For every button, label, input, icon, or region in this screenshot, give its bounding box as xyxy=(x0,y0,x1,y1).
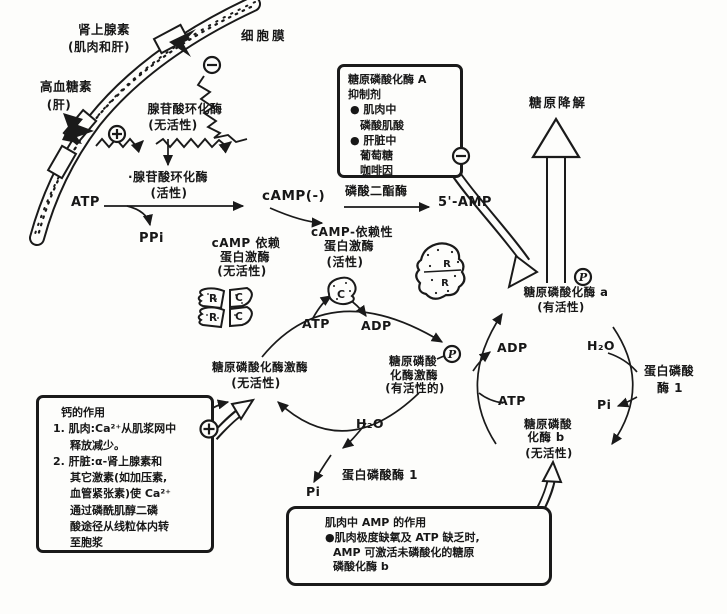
kinase-pi-out xyxy=(313,454,332,484)
phos-b-to-a-arc xyxy=(476,312,503,445)
phosphorylase-kinase-inactive-label: 糖原磷酸化酶激酶 xyxy=(212,360,308,374)
kinase-cycle-pi: Pi xyxy=(306,484,321,499)
glucagon-sublabel: (肝) xyxy=(46,98,72,112)
inhibitor-box-line: 咖啡因 xyxy=(360,164,393,178)
calcium-box-line: 血管紧张素)使 Ca²⁺ xyxy=(70,487,171,501)
phosphorylase-kinase-active-line2: 化酶激酶 xyxy=(390,368,438,382)
phosphorylase-kinase-active-state: (有活性的) xyxy=(385,381,445,395)
amp-box-line: ●肌肉极度缺氧及 ATP 缺乏时, xyxy=(325,530,480,544)
kinase-dephospho-arc xyxy=(277,392,420,432)
kinase-cycle-phosphatase: 蛋白磷酸酶 1 xyxy=(342,468,419,482)
r-subunit-label: R xyxy=(443,259,451,270)
inhibitor-box-line: 磷酸肌酸 xyxy=(360,118,404,132)
protein-phosphatase-line1: 蛋白磷酸 xyxy=(644,364,695,378)
inhibitor-box-line: ● 肝脏中 xyxy=(350,133,397,147)
adrenaline-sublabel: (肌肉和肝) xyxy=(68,40,130,54)
five-amp-label: 5'-AMP xyxy=(438,195,492,210)
glucagon-label: 高血糖素 xyxy=(39,79,93,94)
phosphorylase-a-label: 糖原磷酸化酶 a xyxy=(523,285,609,299)
inhibitor-box-line: ● 肌肉中 xyxy=(350,103,397,117)
c-subunit-label: C xyxy=(337,288,345,301)
phos-a-to-b-arc xyxy=(611,326,634,446)
kinase-p-connector xyxy=(436,355,445,360)
atp-label: ATP xyxy=(71,195,100,210)
glycogen-degradation-arrow xyxy=(531,116,581,288)
pka-c-subunit-blob: C xyxy=(327,276,357,306)
phos-adp-out xyxy=(472,351,492,372)
calcium-box-line: 其它激素(如加压素, xyxy=(70,471,168,485)
calcium-box-line: 通过磷酰肌醇二磷 xyxy=(70,503,158,517)
r-dimer-blob: R R xyxy=(415,242,466,300)
calcium-box-line: 至胞浆 xyxy=(70,536,103,550)
adrenaline-label: 肾上腺素 xyxy=(77,22,131,37)
calcium-box-line: 酸途径从线粒体内转 xyxy=(70,520,169,534)
cell-membrane-band xyxy=(29,0,261,246)
pka-active-line3: (活性) xyxy=(326,255,364,269)
calcium-box-line: 释放减少。 xyxy=(70,438,125,452)
membrane-protein xyxy=(46,144,78,180)
phos-pi-out xyxy=(616,396,638,408)
amp-box-line: AMP 可激活未磷酸化的糖原 xyxy=(333,545,475,559)
phos-atp-in xyxy=(478,392,504,404)
ppi-branch-arrow xyxy=(126,205,153,227)
calcium-box-line: 2. 肝脏:α-肾上腺素和 xyxy=(53,454,163,468)
kinase-activation-arc xyxy=(261,310,444,358)
camp-label: cAMP(-) xyxy=(262,188,326,204)
phosphorylase-a-inhibitor-box: 糖原磷酸化酶 A 抑制剂 ● 肌肉中 磷酸肌酸 ● 肝脏中 葡萄糖 咖啡因 xyxy=(337,64,463,178)
phosphorylase-cycle-adp: ADP xyxy=(497,340,528,355)
phosphorylase-kinase-active-line1: 糖原磷酸 xyxy=(389,354,437,368)
r-subunit-label: R xyxy=(209,293,217,305)
adenylate-cyclase-inactive-state: (无活性) xyxy=(148,118,198,132)
kinase-cycle-adp: ADP xyxy=(361,318,392,333)
adrenaline-arrow-icon xyxy=(169,29,196,57)
pka-r2c2-complex xyxy=(197,287,253,328)
amp-box-line: 磷酸化酶 b xyxy=(333,560,389,574)
inhibitor-box-line: 抑制剂 xyxy=(348,88,381,102)
cell-membrane-label: 细胞膜 xyxy=(241,28,288,43)
adenylate-cyclase-active-label: ·腺苷酸环化酶 xyxy=(127,170,209,184)
phosphorylase-a-state: (有活性) xyxy=(537,300,585,314)
glucagon-arrow-icon xyxy=(62,113,94,144)
phosphorylase-kinase-inactive-state: (无活性) xyxy=(231,376,281,390)
phosphorylase-cycle-h2o: H₂O xyxy=(587,338,616,353)
pka-inactive-line3: (无活性) xyxy=(217,264,267,278)
r-subunit-label: R xyxy=(209,312,217,324)
inhibitor-box-line: 糖原磷酸化酶 A xyxy=(348,73,427,86)
adrenaline-receptor xyxy=(152,23,190,55)
camp-to-kinase-arrow xyxy=(269,207,324,228)
phos-h2o-in xyxy=(607,352,638,373)
pka-inactive-line1: cAMP 依赖 xyxy=(211,236,281,250)
phosphorylase-b-line1: 糖原磷酸 xyxy=(524,417,572,431)
phosphorylase-b-state: (无活性) xyxy=(525,446,573,460)
pka-active-line1: cAMP-依赖性 xyxy=(311,225,393,239)
reaction-arrows xyxy=(104,139,638,484)
amp-role-box: 肌肉中 AMP 的作用 ●肌肉极度缺氧及 ATP 缺乏时, AMP 可激活未磷酸… xyxy=(286,506,552,586)
glycogen-degradation-label: 糖原降解 xyxy=(528,95,588,110)
c-subunit-label: C xyxy=(235,311,243,323)
phosphodiesterase-label: 磷酸二酯酶 xyxy=(345,184,408,198)
inhibitor-box-line: 葡萄糖 xyxy=(360,149,393,163)
phosphorylase-cycle-pi: Pi xyxy=(597,397,612,412)
protein-phosphatase-line2: 酶 1 xyxy=(657,381,684,395)
phosphorylase-cycle-atp: ATP xyxy=(498,393,526,408)
kinase-h2o-in xyxy=(341,422,367,449)
kinase-cycle-atp: ATP xyxy=(302,316,330,331)
phosphorylase-b-line2: 化酶 b xyxy=(527,430,565,444)
ppi-label: PPi xyxy=(139,231,165,246)
pka-active-line2: 蛋白激酶 xyxy=(323,239,375,253)
amp-box-title: 肌肉中 AMP 的作用 xyxy=(325,516,427,529)
amp-hollow-arrow xyxy=(536,459,563,512)
r-subunit-label: R xyxy=(441,278,449,289)
adenylate-cyclase-active-state: (活性) xyxy=(150,186,188,200)
adenylate-cyclase-inactive-label: 腺苷酸环化酶 xyxy=(147,102,223,116)
calcium-box-title: 钙的作用 xyxy=(61,406,105,419)
calcium-box-line: 1. 肌肉:Ca²⁺从肌浆网中 xyxy=(53,422,177,436)
kinase-cycle-h2o: H₂O xyxy=(356,416,385,431)
c-subunit-label: C xyxy=(235,292,243,304)
pka-inactive-line2: 蛋白激酶 xyxy=(219,250,271,264)
calcium-role-box: 钙的作用 1. 肌肉:Ca²⁺从肌浆网中 释放减少。 2. 肝脏:α-肾上腺素和… xyxy=(36,395,214,553)
